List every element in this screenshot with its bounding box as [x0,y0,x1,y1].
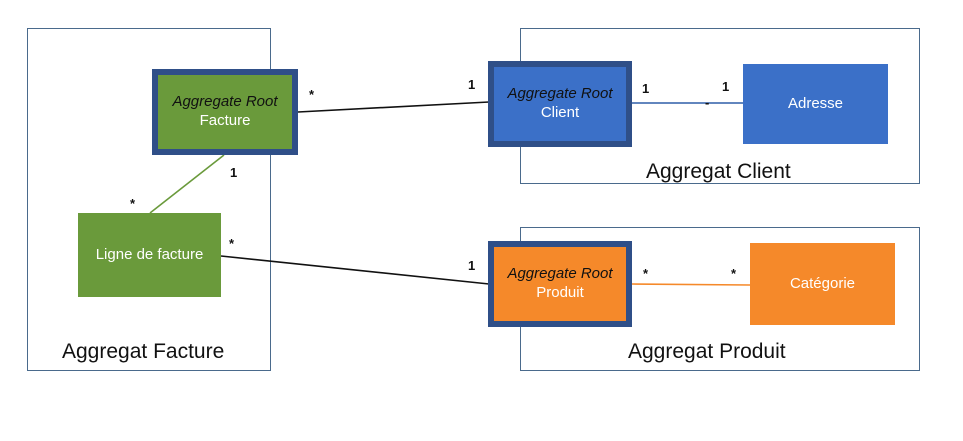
facture-root-tag: Aggregate Root [172,93,278,110]
facture-box[interactable]: Aggregate Root Facture [152,69,298,155]
link-ligne-produit [220,255,490,285]
aggregat-client-label: Aggregat Client [646,160,791,183]
mult-client-adresse-adresse: 1 [722,79,730,94]
mult-ligne-produit-produit: 1 [468,258,476,273]
link-facture-client [297,101,490,113]
mult-client-adresse-client: 1 [642,81,650,96]
aggregat-facture-label: Aggregat Facture [62,340,225,363]
mult-produit-categorie-produit: * [643,266,649,281]
categorie-box[interactable]: Catégorie [750,243,895,325]
produit-name: Produit [536,284,584,301]
link-facture-ligne [149,154,225,214]
categorie-name: Catégorie [789,275,856,292]
adresse-box[interactable]: Adresse [743,64,888,144]
mult-client-adresse-dash: - [705,95,710,110]
mult-facture-client-client: 1 [468,77,476,92]
mult-produit-categorie-categorie: * [731,266,737,281]
link-produit-categorie [631,283,751,286]
mult-ligne-produit-ligne: * [229,236,235,251]
produit-root-tag: Aggregate Root [507,265,613,282]
aggregat-produit-label: Aggregat Produit [628,340,786,363]
facture-name: Facture [199,112,251,129]
adresse-name: Adresse [787,95,844,112]
client-box[interactable]: Aggregate Root Client [488,61,632,147]
ligne-de-facture-box[interactable]: Ligne de facture [78,213,221,297]
client-root-tag: Aggregate Root [507,85,613,102]
ligne-de-facture-name: Ligne de facture [95,246,204,263]
mult-facture-client-facture: * [309,87,315,102]
mult-facture-ligne-facture: 1 [230,165,238,180]
produit-box[interactable]: Aggregate Root Produit [488,241,632,327]
client-name: Client [540,104,580,121]
mult-facture-ligne-ligne: * [130,196,136,211]
